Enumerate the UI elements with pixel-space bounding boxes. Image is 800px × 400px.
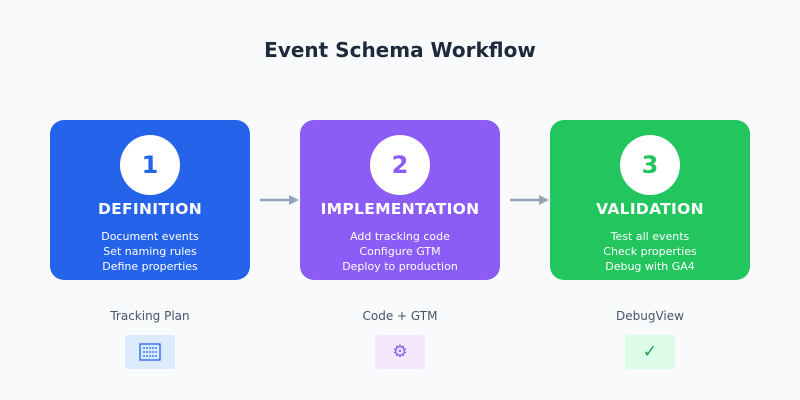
step-card-implementation: 2 IMPLEMENTATION Add tracking code Confi… xyxy=(300,120,500,280)
step-title: IMPLEMENTATION xyxy=(320,200,480,218)
step-description: Add tracking code Configure GTM Deploy t… xyxy=(300,229,500,274)
step-number-badge: 3 xyxy=(620,135,680,195)
gear-icon: ⚙ xyxy=(375,335,425,369)
step-description-line: Define properties xyxy=(102,260,198,273)
step-description-line: Test all events xyxy=(610,230,690,243)
step-description-line: Configure GTM xyxy=(359,245,441,258)
output-label-code-gtm: Code + GTM xyxy=(362,309,438,323)
step-description-line: Deploy to production xyxy=(342,260,458,273)
step-title: VALIDATION xyxy=(596,200,704,218)
step-number-badge: 2 xyxy=(370,135,430,195)
flow-arrow xyxy=(260,195,299,205)
step-card-validation: 3 VALIDATION Test all events Check prope… xyxy=(550,120,750,280)
checkmark-icon: ✓ xyxy=(625,335,675,369)
step-description: Test all events Check properties Debug w… xyxy=(550,229,750,274)
step-title: DEFINITION xyxy=(97,200,203,218)
diagram-title: Event Schema Workflow xyxy=(264,38,536,62)
clipboard-icon xyxy=(125,335,175,369)
flow-arrow xyxy=(510,195,549,205)
step-card-definition: 1 DEFINITION Document events Set naming … xyxy=(50,120,250,280)
step-description-line: Check properties xyxy=(603,245,697,258)
output-label-tracking-plan: Tracking Plan xyxy=(110,309,190,323)
step-number-badge: 1 xyxy=(120,135,180,195)
output-label-debugview: DebugView xyxy=(616,309,684,323)
step-description: Document events Set naming rules Define … xyxy=(50,229,250,274)
step-description-line: Debug with GA4 xyxy=(605,260,695,273)
step-description-line: Set naming rules xyxy=(103,245,197,258)
step-description-line: Document events xyxy=(101,230,199,243)
step-description-line: Add tracking code xyxy=(350,230,450,243)
